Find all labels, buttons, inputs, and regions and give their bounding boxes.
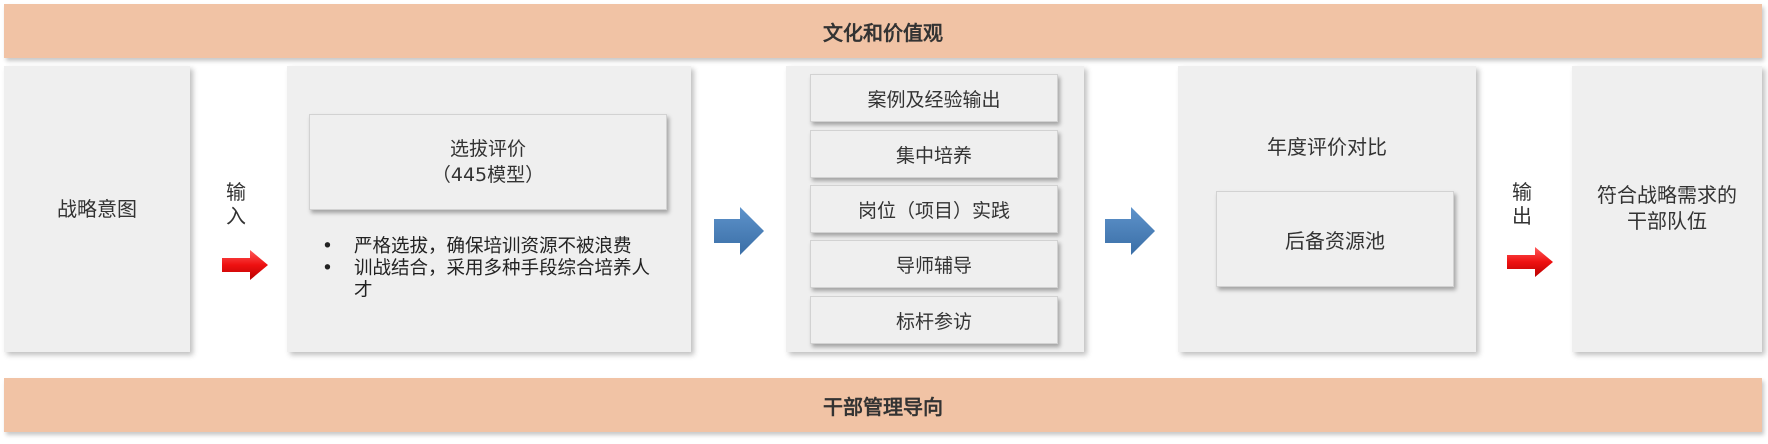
input-arrow-icon: [222, 250, 268, 280]
method-card-centralized-training: 集中培养: [810, 130, 1058, 178]
culture-values-band: 文化和价值观: [4, 4, 1762, 58]
selection-model: （445模型）: [431, 164, 545, 186]
bullet-item: • 训战结合，采用多种手段综合培养人才: [322, 258, 651, 301]
culture-values-label: 文化和价值观: [823, 20, 943, 45]
selection-evaluation-card: 选拔评价 （445模型）: [309, 114, 667, 210]
result-label: 符合战略需求的 干部队伍: [1597, 183, 1737, 233]
bullet-item: • 严格选拔，确保培训资源不被浪费: [322, 236, 632, 257]
annual-evaluation-title: 年度评价对比: [1267, 135, 1387, 159]
strategy-panel: [4, 66, 190, 352]
output-label: 输 出: [1512, 180, 1532, 228]
output-arrow-icon: [1507, 247, 1553, 277]
cadre-management-label: 干部管理导向: [823, 394, 943, 419]
cadre-management-band: 干部管理导向: [4, 378, 1762, 432]
reserve-pool-card: 后备资源池: [1216, 191, 1454, 287]
method-card-mentoring: 导师辅导: [810, 240, 1058, 288]
method-card-benchmark-visit: 标杆参访: [810, 296, 1058, 344]
method-card-case-output: 案例及经验输出: [810, 74, 1058, 122]
selection-title: 选拔评价: [449, 138, 526, 160]
strategy-label: 战略意图: [57, 197, 137, 221]
input-label: 输 入: [226, 180, 246, 228]
result-panel: [1572, 66, 1762, 352]
flow-arrow-icon: [1105, 207, 1155, 255]
selection-bullets: • 严格选拔，确保培训资源不被浪费 • 训战结合，采用多种手段综合培养人才: [318, 236, 668, 302]
method-card-job-practice: 岗位（项目）实践: [810, 185, 1058, 233]
flow-arrow-icon: [714, 207, 764, 255]
